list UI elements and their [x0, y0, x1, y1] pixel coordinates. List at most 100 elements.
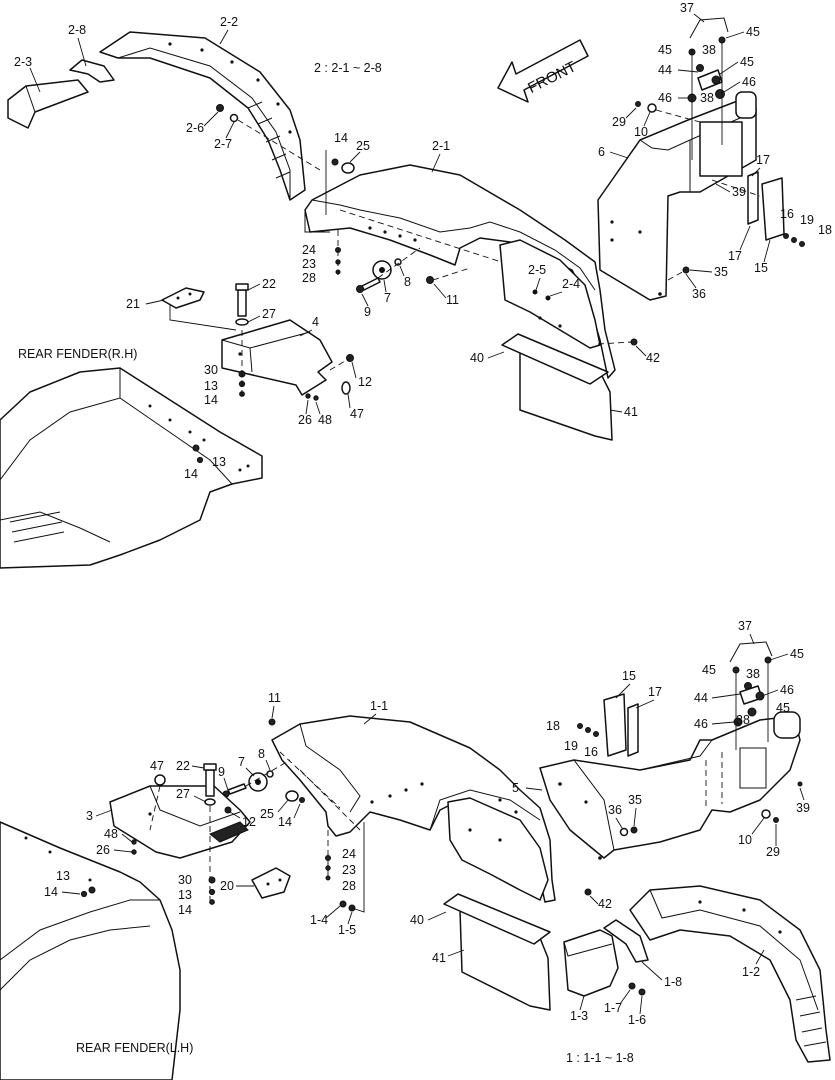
- label-48-bottom: 48: [104, 827, 118, 841]
- label-42-top: 42: [646, 351, 660, 365]
- label-39-top: 39: [732, 185, 746, 199]
- label-46-bottom-a: 46: [780, 683, 794, 697]
- label-14-bottom-b: 14: [44, 885, 58, 899]
- label-9-bottom: 9: [218, 765, 225, 779]
- assembly-note-1: 1 : 1-1 ~ 1-8: [566, 1051, 634, 1065]
- label-8-top: 8: [404, 275, 411, 289]
- label-36-top: 36: [692, 287, 706, 301]
- label-25-bottom: 25: [260, 807, 274, 821]
- label-9-top: 9: [364, 305, 371, 319]
- flap-plate-40: [501, 333, 609, 385]
- label-1-4: 1-4: [310, 913, 328, 927]
- bolt-14: [331, 158, 339, 166]
- label-1-6: 1-6: [628, 1013, 646, 1027]
- label-23-bottom: 23: [342, 863, 356, 877]
- label-16-bottom: 16: [584, 745, 598, 759]
- plate-17: [747, 171, 759, 225]
- label-13-top-a: 13: [204, 379, 218, 393]
- fender-caption-rh: REAR FENDER(R.H): [18, 347, 137, 361]
- label-14-bottom-c: 14: [178, 903, 192, 917]
- label-39-bottom: 39: [796, 801, 810, 815]
- label-38-top-a: 38: [702, 43, 716, 57]
- label-10-bottom: 10: [738, 833, 752, 847]
- front-arrow: FRONT: [497, 39, 589, 103]
- label-1-1: 1-1: [370, 699, 388, 713]
- fender-end-cap-1-3: [563, 929, 619, 997]
- label-37-top: 37: [680, 1, 694, 15]
- label-24-top: 24: [302, 243, 316, 257]
- label-46-bottom-b: 46: [694, 717, 708, 731]
- top-part-labels: 2-3 2-8 2-2 2-6 2-7 2 : 2-1 ~ 2-8 14 25 …: [14, 1, 832, 481]
- label-45-bottom-a: 45: [702, 663, 716, 677]
- label-44-bottom: 44: [694, 691, 708, 705]
- label-14-bottom-a: 14: [278, 815, 292, 829]
- label-35-top: 35: [714, 265, 728, 279]
- label-7-bottom: 7: [238, 755, 245, 769]
- washer-27: [235, 318, 249, 326]
- label-48-top: 48: [318, 413, 332, 427]
- label-14-top: 14: [334, 131, 348, 145]
- label-21-top: 21: [126, 297, 140, 311]
- label-42-bottom: 42: [598, 897, 612, 911]
- bolt-11: [426, 276, 434, 284]
- top-assembly: FRONT 2-3 2-8: [0, 1, 832, 569]
- label-45-bottom-b: 45: [790, 647, 804, 661]
- label-29-top: 29: [612, 115, 626, 129]
- label-23-top: 23: [302, 257, 316, 271]
- label-12-top: 12: [358, 375, 372, 389]
- bracket-4: [221, 319, 333, 396]
- label-2-7: 2-7: [214, 137, 232, 151]
- label-12-bottom: 12: [242, 815, 256, 829]
- label-3: 3: [86, 809, 93, 823]
- label-2-1: 2-1: [432, 139, 450, 153]
- label-46-top-a: 46: [742, 75, 756, 89]
- bolt-2-6: [216, 104, 224, 112]
- label-24-bottom: 24: [342, 847, 356, 861]
- label-19-top: 19: [800, 213, 814, 227]
- label-28-top: 28: [302, 271, 316, 285]
- label-18-top: 18: [818, 223, 832, 237]
- label-2-6: 2-6: [186, 121, 204, 135]
- label-45-top-c: 45: [740, 55, 754, 69]
- label-1-8: 1-8: [664, 975, 682, 989]
- label-2-3: 2-3: [14, 55, 32, 69]
- label-25-top: 25: [356, 139, 370, 153]
- label-41-top: 41: [624, 405, 638, 419]
- label-26-bottom: 26: [96, 843, 110, 857]
- label-45-top-b: 45: [746, 25, 760, 39]
- label-22-top: 22: [262, 277, 276, 291]
- label-18-bottom: 18: [546, 719, 560, 733]
- label-17-top-a: 17: [756, 153, 770, 167]
- label-45-bottom-c: 45: [776, 701, 790, 715]
- fender-caption-lh: REAR FENDER(L.H): [76, 1041, 193, 1055]
- label-4: 4: [312, 315, 319, 329]
- label-1-3: 1-3: [570, 1009, 588, 1023]
- label-27-top: 27: [262, 307, 276, 321]
- label-38-bottom-a: 38: [746, 667, 760, 681]
- washer-2-7: [229, 113, 239, 123]
- label-11-top: 11: [446, 293, 459, 307]
- label-30-top: 30: [204, 363, 218, 377]
- label-2-5: 2-5: [528, 263, 546, 277]
- label-26-top: 26: [298, 413, 312, 427]
- label-40-bottom: 40: [410, 913, 424, 927]
- label-29-bottom: 29: [766, 845, 780, 859]
- fender-end-cap-2-3: [7, 79, 89, 129]
- label-13-bottom-a: 13: [56, 869, 70, 883]
- label-8-bottom: 8: [258, 747, 265, 761]
- bottom-assembly: 11 1-1 37 45 45 38 15 17 44 46 46 38 45 …: [0, 619, 831, 1080]
- label-7-top: 7: [384, 291, 391, 305]
- label-45-top-a: 45: [658, 43, 672, 57]
- label-11-bottom: 11: [268, 691, 281, 705]
- hinge-21: [161, 287, 205, 309]
- bolt-9: [361, 277, 381, 291]
- label-37-bottom: 37: [738, 619, 752, 633]
- label-1-2: 1-2: [742, 965, 760, 979]
- bolt-22-bottom: [205, 769, 215, 797]
- label-1-7: 1-7: [604, 1001, 622, 1015]
- label-22-bottom: 22: [176, 759, 190, 773]
- bottom-part-labels: 11 1-1 37 45 45 38 15 17 44 46 46 38 45 …: [44, 619, 810, 1065]
- label-5: 5: [512, 781, 519, 795]
- plate-15-bottom: [603, 693, 627, 757]
